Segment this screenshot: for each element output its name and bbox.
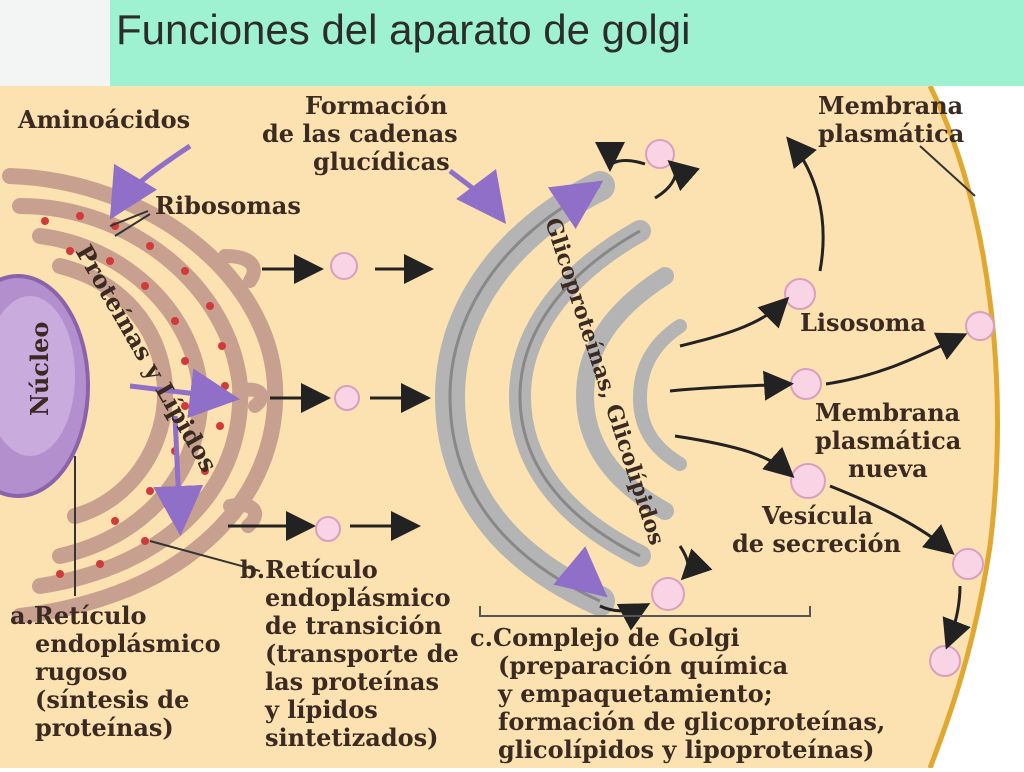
golgi-brace — [479, 606, 811, 617]
label-reticulo-rugoso-line: proteínas) — [35, 713, 174, 742]
label-nucleo: Núcleo — [25, 322, 54, 416]
label-complejo-golgi-line: c.Complejo de Golgi — [470, 623, 740, 652]
formacion-arrow — [448, 168, 507, 224]
slide-title: Funciones del aparato de golgi — [116, 6, 691, 53]
label-ribosomas: Ribosomas — [155, 191, 301, 220]
label-complejo-golgi-line: (preparación química — [498, 651, 788, 680]
label-vesicula-line: Vesícula — [761, 501, 873, 530]
transport-arrows — [228, 254, 434, 541]
label-vesicula: Vesícula de secreción — [732, 501, 901, 558]
transport-vesicles — [315, 252, 360, 542]
label-reticulo-transicion-line: de transición — [265, 611, 442, 640]
label-formacion-line: glucídicas — [313, 147, 450, 176]
label-reticulo-transicion: b.Retículo endoplásmico de transición (t… — [240, 555, 467, 752]
label-membrana-nueva: Membrana plasmática nueva — [815, 398, 970, 483]
golgi-vesicles — [645, 139, 995, 677]
label-reticulo-transicion-line: endoplásmico — [265, 583, 451, 612]
label-complejo-golgi: c.Complejo de Golgi (preparación química… — [470, 623, 894, 764]
label-aminoacidos: Aminoácidos — [17, 105, 190, 134]
label-reticulo-transicion-line: b.Retículo — [240, 555, 378, 584]
label-reticulo-transicion-line: las proteínas — [265, 667, 439, 696]
label-complejo-golgi-line: formación de glicoproteínas, — [498, 707, 885, 736]
label-reticulo-rugoso-line: endoplásmico — [35, 629, 221, 658]
label-membrana-nueva-line: plasmática — [815, 426, 961, 455]
label-complejo-golgi-line: glicolípidos y lipoproteínas) — [498, 735, 875, 764]
output-arrows — [595, 136, 971, 650]
label-formacion: Formación de las cadenas glucídicas — [262, 91, 466, 176]
golgi-purple-arrow — [553, 546, 608, 598]
label-reticulo-transicion-line: sintetizados) — [265, 723, 438, 752]
label-membrana-line: Membrana — [818, 91, 963, 120]
golgi-diagram: Aminoácidos Ribosomas Núcleo Proteínas y… — [0, 84, 1024, 769]
label-formacion-line: de las cadenas — [262, 119, 458, 148]
label-membrana-nueva-line: nueva — [848, 454, 928, 483]
label-reticulo-rugoso: a.Retículo endoplásmico rugoso (síntesis… — [10, 601, 229, 742]
golgi-inner — [448, 184, 641, 603]
aminoacid-arrow — [109, 143, 192, 220]
label-complejo-golgi-line: y empaquetamiento; — [497, 679, 773, 708]
nucleus-highlight — [0, 296, 75, 456]
extracellular-region — [930, 86, 1024, 768]
leader-lines — [74, 145, 976, 596]
label-reticulo-transicion-line: (transporte de — [265, 639, 459, 668]
label-lisosoma: Lisosoma — [800, 308, 926, 337]
label-reticulo-transicion-line: y lípidos — [264, 695, 378, 724]
title-bar — [110, 0, 1024, 86]
plasma-membrane — [927, 84, 1000, 769]
transition-er — [218, 249, 269, 533]
er-transport-arrow — [153, 415, 204, 536]
label-formacion-line: Formación — [305, 91, 448, 120]
label-reticulo-rugoso-line: a.Retículo — [10, 601, 147, 630]
label-reticulo-rugoso-line: rugoso — [35, 657, 127, 686]
slide-corner-decoration — [0, 0, 112, 90]
label-membrana-nueva-line: Membrana — [815, 398, 960, 427]
label-membrana-plasmatica: Membrana plasmática — [818, 91, 972, 148]
golgi-purple-arrow — [547, 180, 604, 229]
label-membrana-line: plasmática — [818, 119, 964, 148]
label-vesicula-line: de secreción — [732, 529, 901, 558]
label-reticulo-rugoso-line: (síntesis de — [35, 685, 189, 714]
er-transport-arrow — [129, 368, 240, 419]
